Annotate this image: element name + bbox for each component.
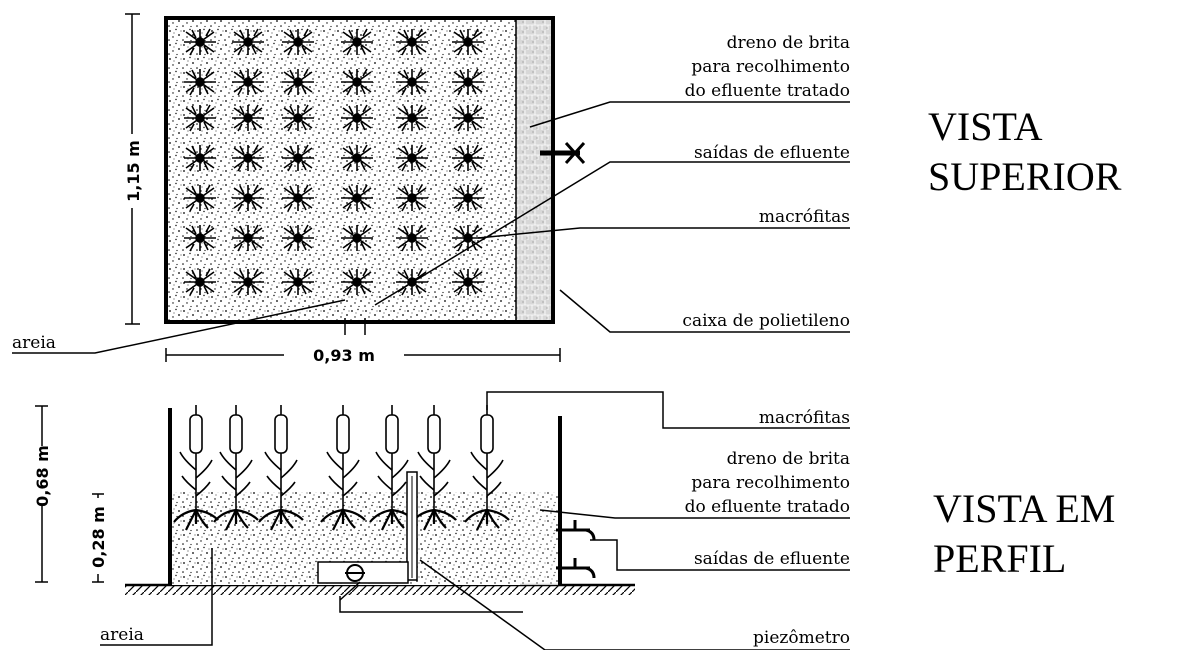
inlet-pipe — [317, 561, 409, 601]
macrophyte-leader-profile — [486, 391, 850, 429]
drain-label-profile-3: do efluente tratado — [685, 497, 850, 517]
macrophyte-symbol — [232, 144, 264, 172]
drain-leader-profile — [539, 509, 850, 519]
macrophyte-symbol — [232, 268, 264, 296]
macrophyte-symbol — [282, 184, 314, 212]
macrophyte-symbol — [282, 268, 314, 296]
total-height-dimension: 0,68 m — [33, 405, 52, 583]
macrophyte-symbol — [396, 224, 428, 252]
outlet-label-profile: saídas de efluente — [694, 549, 850, 569]
profile-view: 0,68 m 0,28 m macrófitas dreno de brita … — [33, 391, 1115, 650]
cattail-plant — [213, 405, 259, 531]
piezometer-leader-profile — [419, 559, 850, 650]
macrophyte-symbol — [452, 68, 484, 96]
width-label: 0,93 m — [313, 346, 375, 365]
sand-label-profile: areia — [100, 625, 144, 645]
macrophyte-row — [173, 405, 510, 531]
macrophyte-symbol — [282, 224, 314, 252]
top-view-title-1: VISTA — [928, 104, 1043, 149]
drain-label-top-3: do efluente tratado — [685, 81, 850, 101]
sand-height-dimension: 0,28 m — [89, 493, 108, 583]
drain-label-profile-1: dreno de brita — [727, 449, 850, 469]
drain-leader-top — [529, 101, 850, 128]
cattail-plant — [320, 405, 366, 531]
macrophyte-symbol — [341, 28, 373, 56]
macrophyte-symbol — [452, 224, 484, 252]
macrophyte-symbol — [341, 104, 373, 132]
macrophyte-symbol — [396, 104, 428, 132]
height-label: 1,15 m — [124, 140, 143, 202]
drain-label-profile-2: para recolhimento — [691, 473, 850, 493]
macrophyte-symbol — [184, 28, 216, 56]
effluent-outlet-marker — [540, 141, 586, 165]
height-dimension: 1,15 m — [124, 13, 143, 325]
macrophyte-symbol — [184, 268, 216, 296]
macrophyte-symbol — [282, 28, 314, 56]
outlet-label-top: saídas de efluente — [694, 143, 850, 163]
macrophyte-symbol — [232, 104, 264, 132]
macrophyte-symbol — [396, 184, 428, 212]
width-dimension: 0,93 m — [165, 346, 561, 365]
macrophyte-label-top: macrófitas — [759, 207, 850, 227]
macrophyte-symbol — [232, 184, 264, 212]
sand-height-label: 0,28 m — [89, 506, 108, 568]
macrophyte-symbol — [184, 68, 216, 96]
drain-label-top-1: dreno de brita — [727, 33, 850, 53]
effluent-outlets — [556, 520, 596, 579]
macrophyte-leader-top — [477, 227, 850, 239]
pipe-leader-profile — [339, 596, 523, 613]
total-height-label: 0,68 m — [33, 445, 52, 507]
macrophyte-label-profile: macrófitas — [759, 408, 850, 428]
sand-label-top: areia — [12, 333, 56, 353]
top-view: 1,15 m 0,93 m dreno de brita para recolh… — [12, 13, 1122, 365]
macrophyte-symbol — [341, 184, 373, 212]
macrophyte-symbol — [452, 104, 484, 132]
gravel-drain-profile — [520, 492, 560, 585]
macrophyte-symbol — [184, 224, 216, 252]
macrophyte-symbol — [452, 184, 484, 212]
macrophyte-symbol — [282, 68, 314, 96]
drain-label-top-2: para recolhimento — [691, 57, 850, 77]
piezometer — [406, 471, 418, 581]
macrophyte-symbol — [341, 144, 373, 172]
macrophyte-symbol — [184, 184, 216, 212]
macrophyte-symbol — [232, 224, 264, 252]
macrophyte-symbol — [282, 104, 314, 132]
box-leader-top — [559, 289, 850, 333]
macrophyte-symbol — [452, 144, 484, 172]
profile-view-title-1: VISTA EM — [933, 486, 1115, 531]
macrophyte-symbol — [282, 144, 314, 172]
cattail-plant — [258, 405, 304, 531]
macrophyte-symbol — [341, 224, 373, 252]
sand-leader-profile — [100, 548, 213, 646]
cattail-plant — [369, 405, 415, 531]
top-view-title-2: SUPERIOR — [928, 154, 1122, 199]
ground-hatch — [125, 585, 635, 595]
outlet-leader-profile — [590, 539, 850, 571]
piezometer-label-profile: piezômetro — [753, 628, 850, 648]
macrophyte-symbol — [184, 104, 216, 132]
cattail-plant — [411, 405, 457, 531]
profile-view-title-2: PERFIL — [933, 536, 1066, 581]
macrophyte-symbol — [232, 28, 264, 56]
sand-leader-top — [12, 299, 346, 354]
macrophyte-symbol — [341, 68, 373, 96]
polyethylene-box-top — [164, 16, 555, 324]
macrophyte-symbol — [396, 28, 428, 56]
macrophyte-symbol — [232, 68, 264, 96]
macrophyte-symbol — [452, 268, 484, 296]
box-label-top: caixa de polietileno — [682, 311, 850, 331]
macrophyte-symbol — [341, 268, 373, 296]
macrophyte-grid — [184, 28, 484, 296]
macrophyte-symbol — [452, 28, 484, 56]
macrophyte-symbol — [396, 144, 428, 172]
gravel-drain-top — [516, 18, 553, 322]
outlet-leader-top — [374, 161, 850, 306]
cattail-plant — [173, 405, 219, 531]
macrophyte-symbol — [396, 68, 428, 96]
macrophyte-symbol — [184, 144, 216, 172]
